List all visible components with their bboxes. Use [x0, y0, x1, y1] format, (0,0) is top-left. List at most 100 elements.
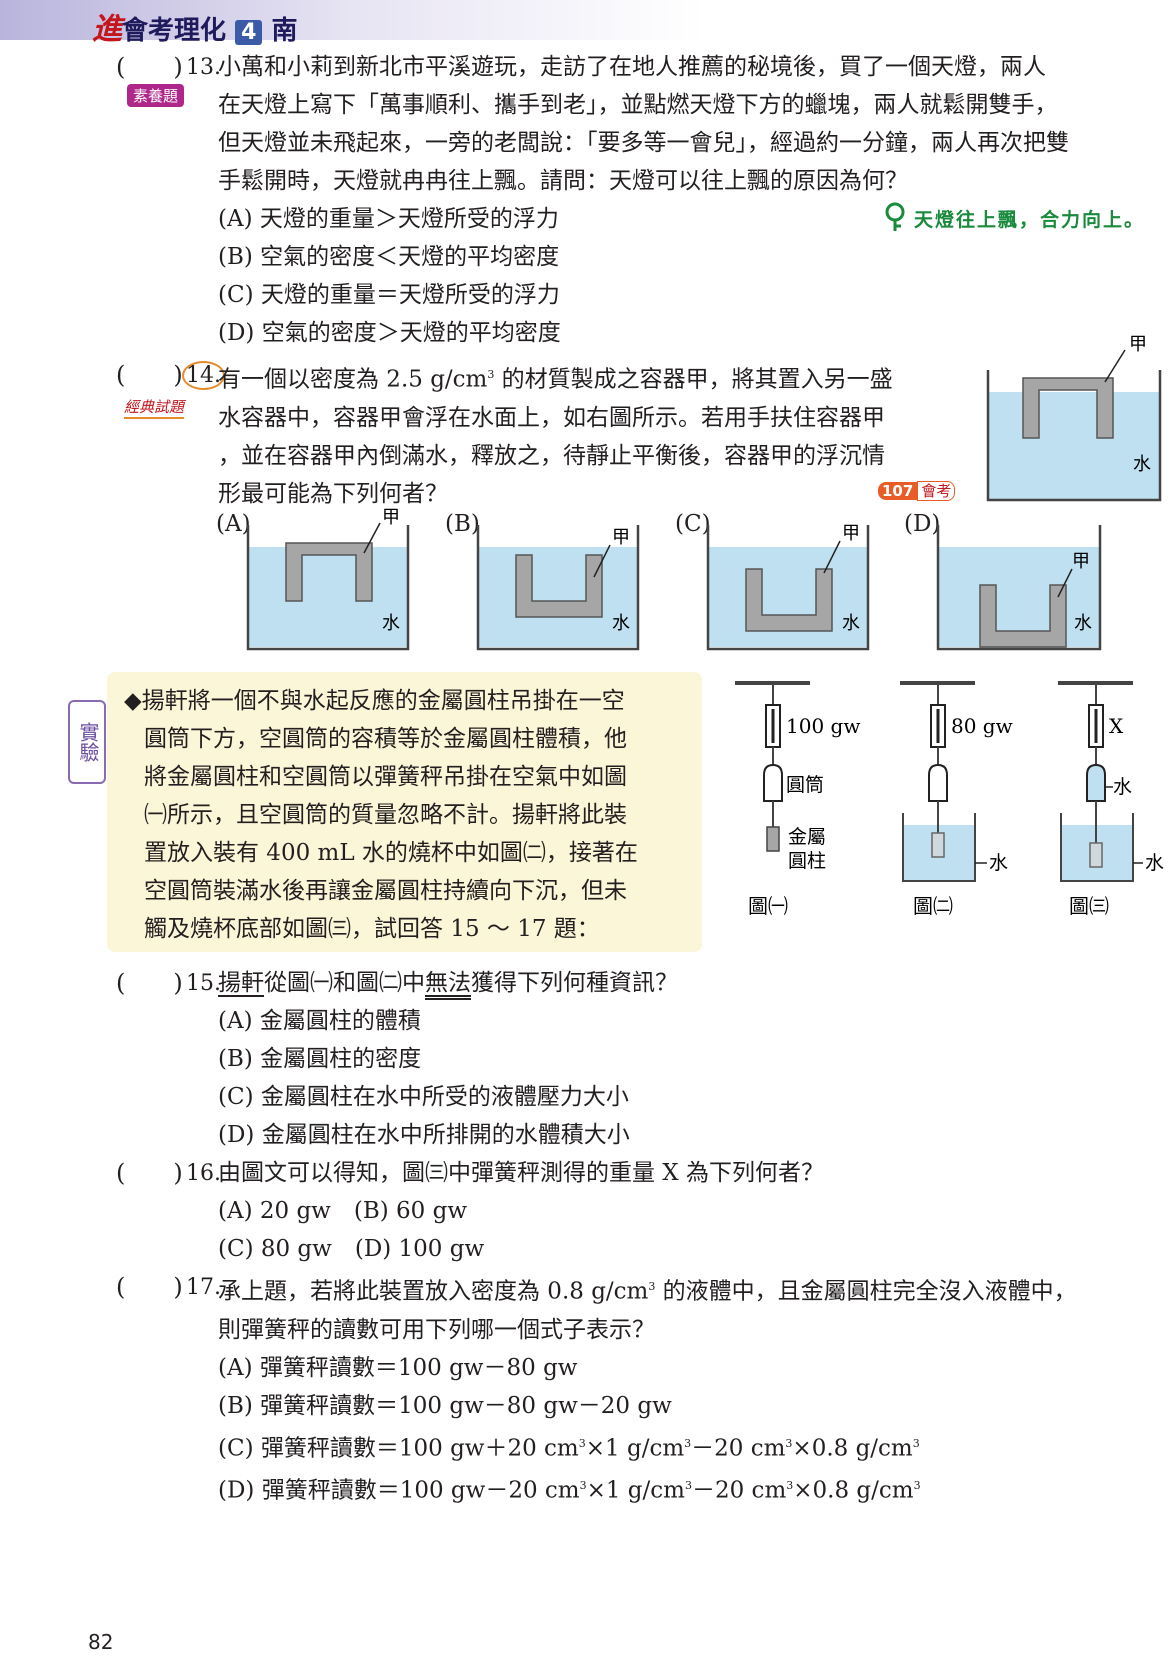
q13-option-d: (D) 空氣的密度＞天燈的平均密度 [218, 320, 561, 346]
exp-line-5: 置放入裝有 400 mL 水的燒杯中如圖㈡，接著在 [144, 840, 638, 866]
svg-text:水: 水 [989, 852, 1008, 874]
exp-line-7: 觸及燒杯底部如圖㈢，試回答 15 ～ 17 題： [144, 916, 600, 942]
experiment-figure-2: 80 gw 水 圖㈡ [900, 681, 1013, 918]
q15-block: 揚軒從圖㈠和圖㈡中無法獲得下列何種資訊？ (A) 金屬圓柱的體積 (B) 金屬圓… [218, 964, 678, 1154]
q16-option-a: (A) 20 gw [218, 1198, 331, 1224]
exp-line-1: ◆揚軒將一個不與水起反應的金屬圓柱吊掛在一空 [124, 688, 625, 714]
q14-option-b-label: (B) [445, 511, 480, 537]
q15-option-d: (D) 金屬圓柱在水中所排開的水體積大小 [218, 1122, 630, 1148]
svg-text:水: 水 [842, 613, 860, 634]
exp-line-2: 圓筒下方，空圓筒的容積等於金屬圓柱體積，他 [144, 726, 627, 752]
q14-option-c-label: (C) [675, 511, 711, 537]
svg-text:圓筒: 圓筒 [786, 774, 824, 796]
svg-text:水: 水 [612, 613, 630, 634]
svg-text:甲: 甲 [612, 527, 630, 548]
experiment-figure-1: 100 gw 圓筒 金屬 圓柱 圖㈠ [735, 681, 860, 918]
svg-text:水: 水 [382, 613, 400, 634]
q17-number: 17. [186, 1275, 221, 1300]
svg-text:甲: 甲 [1072, 551, 1090, 572]
q14-line-3: ，並在容器甲內倒滿水，釋放之，待靜止平衡後，容器甲的浮沉情 [218, 442, 885, 469]
q13-line-4: 手鬆開時，天燈就冉冉往上飄。請問：天燈可以往上飄的原因為何？ [218, 168, 908, 194]
experiment-tag: 實驗 [68, 700, 106, 784]
q15-option-c: (C) 金屬圓柱在水中所受的液體壓力大小 [218, 1084, 629, 1110]
q13-option-b: (B) 空氣的密度＜天燈的平均密度 [218, 244, 560, 270]
svg-text:金屬: 金屬 [788, 826, 826, 848]
svg-text:圖㈡: 圖㈡ [913, 894, 953, 918]
svg-text:甲: 甲 [842, 523, 860, 544]
q16-number: 16. [186, 1161, 221, 1186]
q13-stem: 小萬和小莉到新北市平溪遊玩，走訪了在地人推薦的秘境後，買了一個天燈，兩人 在天燈… [218, 48, 1069, 352]
q14-option-a-figure: 甲 水 [246, 507, 410, 651]
svg-text:甲: 甲 [382, 507, 400, 528]
title-end: 南 [271, 16, 298, 46]
svg-text:圖㈢: 圖㈢ [1069, 894, 1109, 918]
q14-option-a-label: (A) [216, 511, 251, 537]
q16-options-row-2: (C) 80 gw (D) 100 gw [218, 1230, 824, 1268]
q15-option-a: (A) 金屬圓柱的體積 [218, 1008, 421, 1034]
q17-block: 承上題，若將此裝置放入密度為 0.8 g/cm3 的液體中，且金屬圓柱完全沒入液… [218, 1268, 1077, 1510]
q16-option-b: (B) 60 gw [353, 1198, 468, 1224]
q16-answer-paren: ( ) [116, 1159, 183, 1187]
q17-answer-paren: ( ) [116, 1273, 183, 1301]
q14-option-c-figure: 甲 水 [706, 523, 870, 651]
q16-stem: 由圖文可以得知，圖㈢中彈簧秤測得的重量 X 為下列何者？ [218, 1160, 824, 1186]
svg-text:水: 水 [1074, 613, 1092, 634]
q14-stem: 有一個以密度為 2.5 g/cm3 的材質製成之容器甲，將其置入另一盛 水容器中… [218, 356, 893, 513]
q17-option-d: (D) 彈簧秤讀數＝100 gw－20 cm3×1 g/cm3－20 cm3×0… [218, 1477, 921, 1504]
svg-text:100 gw: 100 gw [786, 714, 860, 738]
q15-stem: 揚軒從圖㈠和圖㈡中無法獲得下列何種資訊？ [218, 970, 678, 996]
svg-text:水: 水 [1145, 852, 1164, 874]
q13-number: 13. [186, 55, 221, 80]
q15-answer-paren: ( ) [116, 969, 183, 997]
q14-number: 14. [182, 356, 225, 395]
exp-line-6: 空圓筒裝滿水後再讓金屬圓柱持續向下沉，但未 [144, 878, 627, 904]
book-title: 進會考理化 4 南 [92, 4, 297, 48]
q13-option-a: (A) 天燈的重量＞天燈所受的浮力 [218, 206, 559, 232]
title-rest: 會考理化 [122, 16, 227, 46]
q15-option-b: (B) 金屬圓柱的密度 [218, 1046, 422, 1072]
q14-line-2: 水容器中，容器甲會浮在水面上，如右圖所示。若用手扶住容器甲 [218, 404, 885, 431]
exp-line-3: 將金屬圓柱和空圓筒以彈簧秤吊掛在空氣中如圖 [144, 764, 627, 790]
q16-options-row-1: (A) 20 gw (B) 60 gw [218, 1192, 824, 1230]
experiment-text: ◆揚軒將一個不與水起反應的金屬圓柱吊掛在一空 圓筒下方，空圓筒的容積等於金屬圓柱… [124, 682, 638, 948]
header-bar [0, 0, 1174, 40]
key-icon [884, 202, 910, 236]
q14-answer-paren: ( ) [116, 361, 183, 389]
svg-text:水: 水 [1113, 776, 1132, 798]
exp-line-4: ㈠所示，且空圓筒的質量忽略不計。揚軒將此裝 [144, 802, 627, 828]
q14-reference-figure: 甲 水 [986, 334, 1162, 502]
page-number: 82 [88, 1630, 114, 1654]
q13-hint: 天燈往上飄，合力向上。 [914, 209, 1146, 231]
page-header: 進會考理化 4 南 [0, 0, 1174, 47]
q17-stem-1: 承上題，若將此裝置放入密度為 0.8 g/cm3 的液體中，且金屬圓柱完全沒入液… [218, 1278, 1077, 1305]
svg-text:X: X [1109, 714, 1124, 738]
q17-option-a: (A) 彈簧秤讀數＝100 gw－80 gw [218, 1354, 578, 1381]
classic-badge: 經典試題 [124, 396, 185, 419]
q17-option-b: (B) 彈簧秤讀數＝100 gw－80 gw－20 gw [218, 1392, 672, 1419]
q13-line-2: 在天燈上寫下「萬事順利、攜手到老」，並點燃天燈下方的蠟塊，兩人就鬆開雙手， [218, 92, 1058, 118]
title-big: 進 [92, 12, 122, 47]
q16-option-c: (C) 80 gw [218, 1236, 332, 1262]
q13-option-c: (C) 天燈的重量＝天燈所受的浮力 [218, 282, 560, 308]
q13-line-3: 但天燈並未飛起來，一旁的老闆說：「要多等一會兒」，經過約一分鐘，兩人再次把雙 [218, 130, 1069, 156]
q14-option-d-label: (D) [904, 511, 941, 537]
title-num: 4 [235, 20, 263, 45]
suyang-badge: 素養題 [127, 84, 185, 107]
experiment-box [107, 672, 702, 952]
fig-label-jia: 甲 [1129, 334, 1147, 355]
svg-text:圖㈠: 圖㈠ [748, 894, 788, 918]
svg-text:圓柱: 圓柱 [788, 850, 826, 872]
q14-line-1: 有一個以密度為 2.5 g/cm3 的材質製成之容器甲，將其置入另一盛 [218, 366, 893, 393]
q13-line-1: 小萬和小莉到新北市平溪遊玩，走訪了在地人推薦的秘境後，買了一個天燈，兩人 [218, 54, 1046, 80]
q17-option-c: (C) 彈簧秤讀數＝100 gw＋20 cm3×1 g/cm3－20 cm3×0… [218, 1435, 920, 1462]
q15-number: 15. [186, 971, 221, 996]
q14-option-d-figure: 甲 水 [936, 525, 1102, 651]
fig-label-water: 水 [1133, 454, 1151, 475]
experiment-figure-3: X 水 水 圖㈢ [1058, 681, 1164, 918]
svg-text:80 gw: 80 gw [951, 714, 1013, 738]
q13-answer-paren: ( ) [116, 53, 183, 81]
q14-option-b-figure: 甲 水 [476, 525, 640, 651]
q14-line-4: 形最可能為下列何者？ [218, 480, 448, 507]
q16-option-d: (D) 100 gw [354, 1236, 485, 1262]
